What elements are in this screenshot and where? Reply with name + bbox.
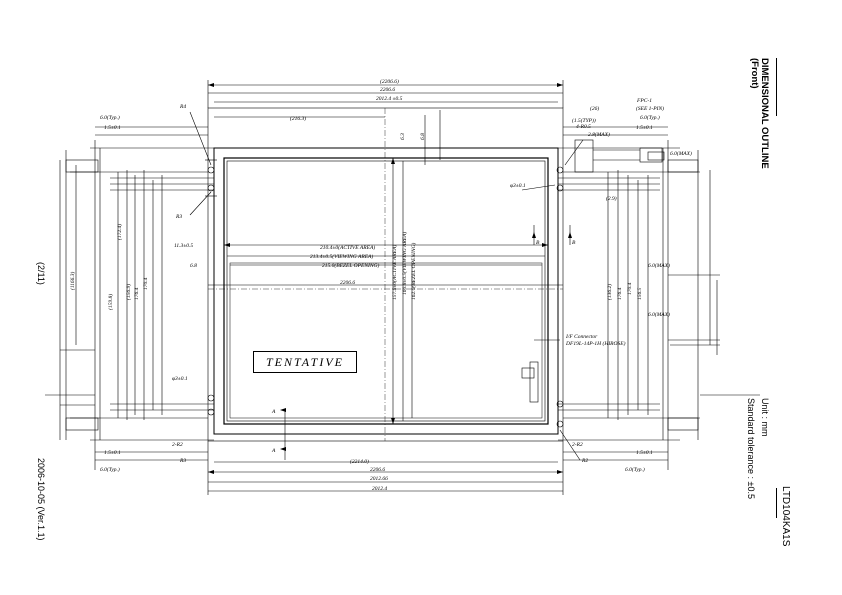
- metal-frame: [213, 147, 559, 435]
- dim-right-a: (136.2): [606, 284, 613, 300]
- mount-hole-tl-1: [207, 166, 215, 174]
- dim-top-small: 6.3: [400, 133, 406, 140]
- dim-overall-2: 2206.6: [380, 87, 395, 93]
- dim-viewing-area-h: 213.4±0.5(VIEWING AREA): [310, 253, 373, 260]
- label-pitch-bottom-left: 1.5±0.1: [104, 450, 121, 456]
- dim-center-width: 2206.6: [340, 280, 355, 286]
- dim-overall-3: 2012.4 ±0.5: [376, 95, 403, 102]
- tentative-stamp: TENTATIVE: [253, 351, 357, 373]
- label-max-1: 6.0(MAX): [648, 262, 670, 269]
- label-slot-right: 2-R2: [572, 442, 583, 448]
- label-tab-top-left: 6.0(Typ.): [100, 114, 120, 121]
- mount-hole-tr-2: [556, 184, 564, 192]
- marker-a-bottom: A: [271, 448, 276, 454]
- label-pitch-top-left: 1.5±0.1: [104, 125, 121, 131]
- dim-bezel-opening-v: 162.0(BEZEL OPENING): [410, 242, 417, 300]
- dim-top-ref: (216.3): [290, 115, 306, 122]
- label-fpc-1: FPC-1: [636, 98, 652, 104]
- label-hole-right: φ3±0.1: [510, 183, 526, 189]
- label-tab-top-right: 6.0(Typ.): [640, 114, 660, 121]
- dim-active-area-h: 210.4±0(ACTIVE AREA): [320, 244, 375, 251]
- dim-bottom-2: 2012.66: [370, 476, 388, 482]
- label-r3-bottom: R3: [179, 458, 186, 464]
- label-dims-r2: 4-R0.5: [576, 123, 591, 130]
- if-connector: [521, 367, 535, 379]
- viewing-area-outline: [226, 160, 546, 422]
- label-dims-r4: (26): [590, 105, 599, 112]
- label-r2: R2: [581, 458, 588, 464]
- right-tab-top: [667, 159, 699, 173]
- dim-bottom-3: 2012.4: [372, 485, 387, 492]
- label-fpc-see-pin: (SEE 1-PIN): [636, 105, 664, 112]
- mount-hole-br-1: [556, 400, 564, 408]
- mount-hole-tr-1: [556, 166, 564, 174]
- header-rule-bottom: [776, 488, 777, 518]
- fpc-cable: [574, 139, 594, 173]
- outer-frame: [207, 107, 564, 442]
- dim-active-area-v: 157.8±0(ACTIVE AREA): [391, 245, 398, 300]
- label-pitch-top-right: 1.5±0.1: [636, 125, 653, 131]
- mount-hole-br-2: [556, 420, 564, 428]
- label-dims-r3: 2.8(MAX): [588, 131, 610, 138]
- label-max-2: 6.0(MAX): [648, 311, 670, 318]
- dim-far-left: (1166.3): [69, 271, 76, 290]
- dim-right-b: 176.4: [616, 287, 623, 300]
- dim-right-c: 170.4: [626, 282, 633, 295]
- fpc-connector-top: [639, 147, 663, 163]
- label-if-connector: I/F Connector: [565, 334, 598, 340]
- dim-left-ref-d: 176.4: [133, 287, 140, 300]
- right-tab-bottom: [667, 417, 699, 431]
- label-tab-bottom-right: 6.0(Typ.): [625, 466, 645, 473]
- label-dims-r5: (2.9): [606, 195, 617, 202]
- label-slot-left: 2-R2: [172, 442, 183, 448]
- label-connector-part: DF19L-14P-1H (HIROSE): [565, 340, 626, 347]
- left-tab-top: [65, 159, 99, 173]
- header-rule-top: [776, 58, 777, 116]
- dim-left-ref-a: (172.4): [116, 224, 123, 240]
- marker-b-left: B: [536, 240, 540, 246]
- label-r3-top: R3: [175, 214, 182, 220]
- mount-hole-bl-1: [207, 394, 215, 402]
- dim-bezel-opening-h: 215.0(BEZEL OPENING): [322, 262, 380, 269]
- dim-center-small: 6.8: [420, 133, 426, 140]
- label-max-3: 6.0(MAX): [670, 150, 692, 157]
- label-r4: R4: [179, 103, 186, 110]
- dim-left-offset: 11.3±0.5: [174, 243, 193, 249]
- dim-bottom-1: 2206.6: [370, 467, 385, 473]
- active-area-outline: [229, 262, 543, 419]
- dim-overall-1: (2206.6): [380, 78, 399, 85]
- dim-left-ref-c: (156.9): [125, 284, 132, 300]
- label-hole-left: φ3±0.1: [172, 376, 188, 382]
- mount-hole-tl-2: [207, 184, 215, 192]
- dim-left-ref-b: (159.8): [107, 294, 114, 310]
- marker-b-right: B: [572, 240, 576, 246]
- mount-hole-bl-2: [207, 408, 215, 416]
- dim-viewing-area-v: 160.8±0.5(VIEWING AREA): [401, 232, 408, 295]
- dim-left-ref-e: 170.4: [142, 277, 149, 290]
- left-tab-bottom: [65, 417, 99, 431]
- dim-pitch: 6.8: [190, 263, 197, 269]
- bezel-opening-outline: [223, 157, 549, 425]
- label-pitch-bottom-right: 1.5±0.1: [636, 450, 653, 456]
- label-tab-bottom-left: 6.0(Typ.): [100, 466, 120, 473]
- label-dims-r1: (1.5(TYP)): [572, 117, 596, 124]
- dim-bottom-ref: (2214.0): [350, 458, 369, 465]
- dim-right-d: 156.5: [637, 287, 643, 300]
- marker-a-top: A: [271, 409, 276, 415]
